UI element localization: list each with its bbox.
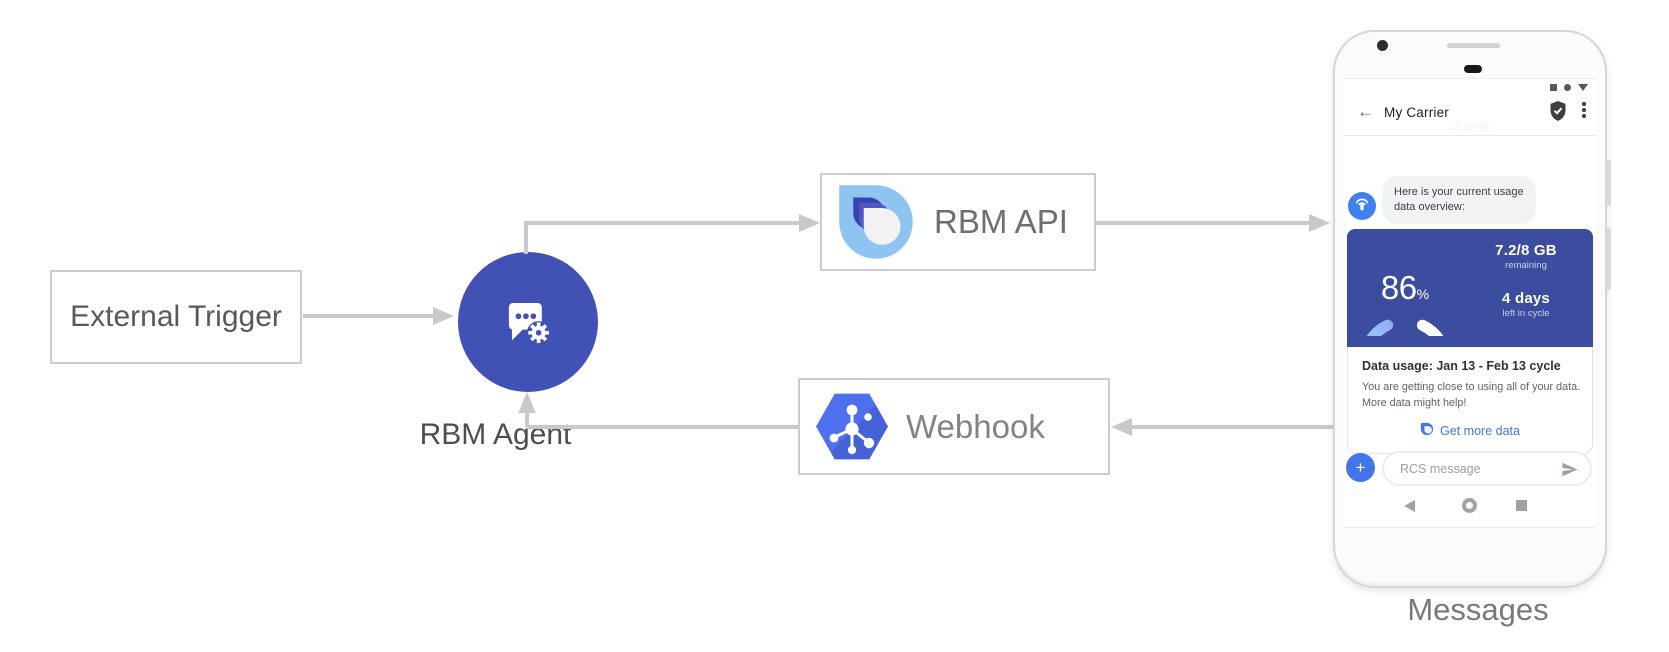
plus-icon: +: [1355, 457, 1366, 477]
usage-card-text: You are getting close to using all of yo…: [1362, 379, 1581, 411]
verified-shield-icon: [1548, 100, 1568, 127]
usage-card-title: Data usage: Jan 13 - Feb 13 cycle: [1362, 359, 1561, 373]
nav-recents-button[interactable]: [1516, 500, 1527, 511]
status-triangle-icon: [1578, 84, 1588, 91]
overflow-menu-icon[interactable]: [1582, 102, 1586, 118]
messages-caption: Messages: [1407, 592, 1549, 627]
back-arrow-icon[interactable]: ←: [1357, 102, 1374, 121]
usage-card-text-line1: You are getting close to using all of yo…: [1362, 381, 1581, 393]
gauge-percent-sign: %: [1416, 286, 1430, 302]
message-composer: [1382, 451, 1592, 486]
phone-camera: [1377, 40, 1388, 51]
usage-card-text-line2: More data might help!: [1362, 397, 1467, 409]
data-remaining-label: remaining: [1505, 260, 1547, 271]
data-remaining-value: 7.2/8 GB: [1495, 242, 1557, 259]
days-left-label: left in cycle: [1502, 308, 1550, 319]
agent-message-bubble: Here is your current usage data overview…: [1382, 176, 1536, 224]
arrow-phone-to-webhook-line: [1131, 425, 1333, 429]
arrow-api-to-phone-line: [1096, 221, 1310, 225]
phone-screen: ← My Carrier 12:30 PM: [1344, 78, 1596, 528]
app-bar: ← My Carrier: [1344, 97, 1596, 135]
status-dot-icon: [1564, 84, 1571, 91]
external-trigger-label: External Trigger: [70, 300, 282, 333]
status-bar: [1550, 84, 1588, 91]
rbm-api-logo-icon: [834, 180, 918, 264]
app-bar-divider: [1344, 135, 1596, 136]
usage-card-body: Data usage: Jan 13 - Feb 13 cycle You ar…: [1347, 347, 1593, 454]
gauge-percent-value: 86: [1380, 269, 1417, 306]
antenna-icon: [1352, 194, 1372, 219]
arrow-agent-to-api-head: [799, 214, 820, 232]
arrow-trigger-to-agent-head: [433, 307, 454, 325]
phone-speaker-slit: [1447, 43, 1500, 48]
usage-card: 86 % 7.2/8 GB remaining 4 days left in c…: [1347, 229, 1593, 454]
agent-avatar: [1348, 192, 1376, 220]
arrow-webhook-to-agent-head: [518, 392, 536, 413]
get-more-data-button[interactable]: Get more data: [1362, 422, 1578, 439]
phone-mockup: ← My Carrier 12:30 PM: [1333, 30, 1611, 588]
agent-message-line2: data overview:: [1394, 201, 1465, 213]
rbm-agent-label: RBM Agent: [419, 418, 572, 451]
arrow-agent-to-api-line: [524, 221, 800, 225]
android-nav-bar: [1344, 497, 1596, 515]
arrow-agent-to-api-vertical: [524, 221, 528, 254]
arrow-webhook-to-agent-line: [527, 425, 798, 429]
rbm-api-box: RBM API: [820, 173, 1096, 271]
get-more-data-label: Get more data: [1440, 423, 1520, 438]
phone-earpiece: [1464, 65, 1482, 73]
send-icon[interactable]: [1560, 460, 1579, 484]
rbm-agent-node: [458, 252, 598, 392]
arrow-api-to-phone-head: [1309, 214, 1330, 232]
nav-back-button[interactable]: [1404, 500, 1415, 512]
rbm-api-label: RBM API: [934, 203, 1068, 240]
webhook-label: Webhook: [906, 407, 1045, 445]
rcs-message-input[interactable]: [1400, 461, 1540, 476]
webhook-hexagon-icon: [816, 393, 888, 460]
status-square-icon: [1550, 84, 1557, 91]
agent-message-line1: Here is your current usage: [1394, 186, 1524, 198]
gauge-percent: 86 %: [1357, 240, 1453, 336]
chat-bubble-gear-icon: [494, 286, 562, 359]
days-left-value: 4 days: [1502, 290, 1550, 307]
add-attachment-button[interactable]: +: [1346, 453, 1375, 482]
nav-home-button[interactable]: [1462, 498, 1477, 513]
globe-icon: [1420, 422, 1434, 439]
usage-card-header: 86 % 7.2/8 GB remaining 4 days left in c…: [1347, 229, 1593, 409]
arrow-trigger-to-agent-line: [303, 314, 434, 318]
webhook-box: Webhook: [798, 378, 1110, 475]
phone-power-button: [1606, 160, 1611, 206]
faint-timestamp: 12:30 PM: [1450, 122, 1490, 132]
external-trigger-box: External Trigger: [50, 270, 302, 364]
usage-stats: 7.2/8 GB remaining 4 days left in cycle: [1463, 242, 1589, 319]
phone-volume-button: [1606, 228, 1611, 290]
conversation-title: My Carrier: [1384, 105, 1449, 120]
arrow-webhook-to-agent-vertical: [525, 411, 529, 427]
arrow-phone-to-webhook-head: [1111, 418, 1132, 436]
usage-gauge: 86 %: [1357, 240, 1453, 409]
